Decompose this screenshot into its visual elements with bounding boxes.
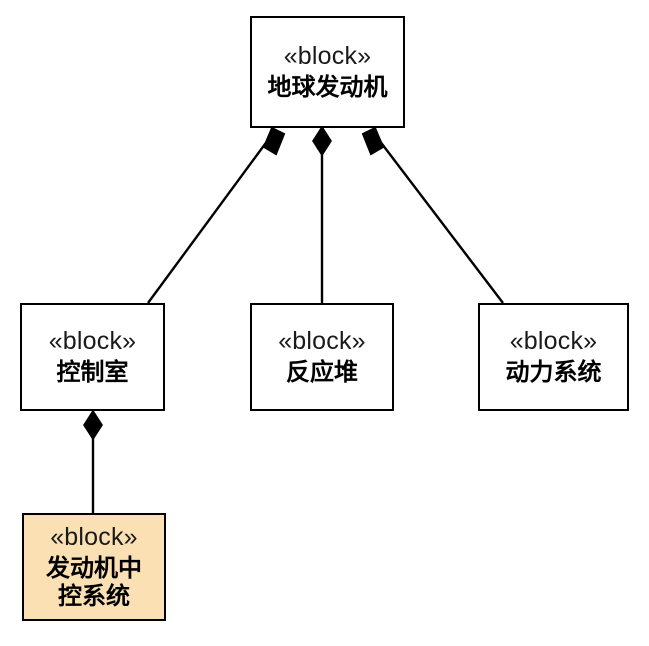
block-stereotype: «block»	[278, 327, 366, 356]
block-earth-engine[interactable]: «block» 地球发动机	[250, 16, 405, 128]
composition-diamond-icon	[83, 409, 103, 441]
block-power-system[interactable]: «block» 动力系统	[478, 303, 629, 411]
composition-diamond-icon	[361, 126, 385, 156]
connector-earth-engine-to-power-system	[361, 126, 504, 304]
block-control-room[interactable]: «block» 控制室	[20, 303, 165, 411]
connector-earth-engine-to-reactor	[312, 125, 332, 303]
composition-diamond-icon	[262, 126, 286, 156]
block-name: 控制室	[56, 358, 129, 387]
block-stereotype: «block»	[509, 327, 598, 356]
composition-diamond-icon	[312, 125, 332, 157]
block-name: 反应堆	[286, 358, 358, 387]
connector-line	[147, 139, 269, 304]
connector-earth-engine-to-control-room	[147, 126, 286, 304]
connector-line	[378, 139, 504, 304]
block-reactor[interactable]: «block» 反应堆	[250, 303, 394, 411]
block-name: 发动机中 控系统	[46, 554, 142, 611]
block-stereotype: «block»	[50, 523, 138, 552]
block-stereotype: «block»	[48, 327, 137, 356]
block-name: 动力系统	[505, 358, 602, 387]
block-engine-central-control[interactable]: «block» 发动机中 控系统	[22, 513, 166, 621]
connector-control-room-to-engine-central-control	[83, 409, 103, 513]
block-stereotype: «block»	[283, 42, 372, 71]
block-name: 地球发动机	[267, 73, 388, 102]
